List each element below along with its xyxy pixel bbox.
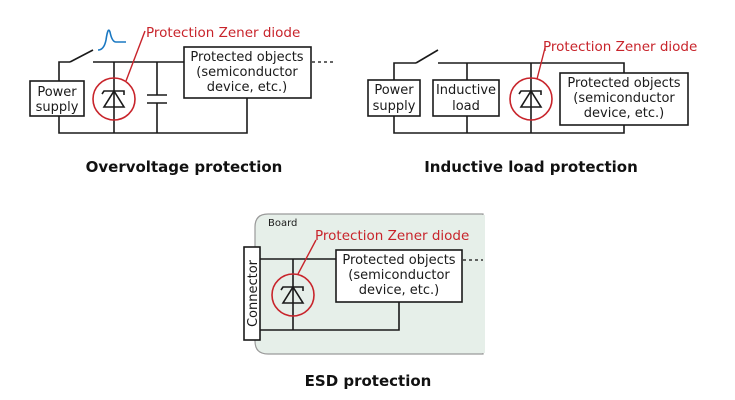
esd-protected-line1: Protected objects <box>342 253 455 268</box>
esd-zener-label: Protection Zener diode <box>315 228 469 244</box>
il-zener-leader <box>536 47 546 80</box>
il-power-supply-box <box>367 79 421 117</box>
esd-caption: ESD protection <box>305 372 432 390</box>
inductive-diagram: Power supply Inductive load Protected ob… <box>367 39 697 176</box>
ov-wire-bottom <box>58 98 248 134</box>
esd-protected-line2: (semiconductor <box>348 268 450 283</box>
inductive-load-line2: load <box>452 99 480 114</box>
ov-zener-label: Protection Zener diode <box>146 25 300 41</box>
inductive-load-line1: Inductive <box>436 83 496 98</box>
il-zener-label: Protection Zener diode <box>543 39 697 55</box>
overvoltage-diagram: Power supply Protected objects (semicond… <box>29 25 336 176</box>
esd-diagram: Board Connector Protected objects (semic… <box>243 213 485 390</box>
ov-zener-leader <box>125 30 146 82</box>
il-caption: Inductive load protection <box>424 158 638 176</box>
ov-protected-line2: (semiconductor <box>196 65 298 80</box>
ov-zener-highlight <box>92 77 136 121</box>
ov-switch-arm <box>69 49 94 63</box>
il-zener-highlight <box>509 77 553 121</box>
connector-box <box>243 246 261 341</box>
ov-protected-line1: Protected objects <box>190 50 303 65</box>
il-protected-line1: Protected objects <box>567 76 680 91</box>
il-power-supply-line1: Power <box>374 83 414 98</box>
capacitor-plates <box>147 94 167 104</box>
ov-protected-line3: device, etc.) <box>207 80 287 95</box>
ov-power-supply-box <box>29 80 85 117</box>
esd-protected-line3: device, etc.) <box>359 283 439 298</box>
board-edge-mask <box>482 215 485 353</box>
ov-power-supply-line1: Power <box>37 85 77 100</box>
ov-power-supply-line2: supply <box>36 100 79 115</box>
inductive-load-box <box>432 79 500 117</box>
esd-zener-leader <box>297 239 317 275</box>
connector-label: Connector <box>246 259 261 327</box>
zener-diode-icon <box>280 285 305 304</box>
il-protected-line2: (semiconductor <box>573 91 675 106</box>
il-switch-arm <box>415 49 439 64</box>
ov-caption: Overvoltage protection <box>86 158 283 176</box>
zener-diode-icon <box>101 89 126 108</box>
ov-wire-top-left <box>58 61 70 81</box>
esd-protected-box <box>335 249 463 303</box>
esd-zener-highlight <box>271 273 315 317</box>
zener-diode-icon <box>518 89 543 108</box>
surge-waveform-icon <box>97 29 126 51</box>
il-wire-bottom <box>393 116 625 134</box>
ov-protected-box <box>183 46 312 99</box>
il-wire-top-right <box>438 62 625 73</box>
il-wire-top-left <box>393 62 416 80</box>
il-protected-box <box>559 72 689 126</box>
esd-wire-bottom <box>260 302 400 331</box>
board-label: Board <box>268 218 297 229</box>
il-protected-line3: device, etc.) <box>584 106 664 121</box>
il-power-supply-line2: supply <box>373 99 416 114</box>
